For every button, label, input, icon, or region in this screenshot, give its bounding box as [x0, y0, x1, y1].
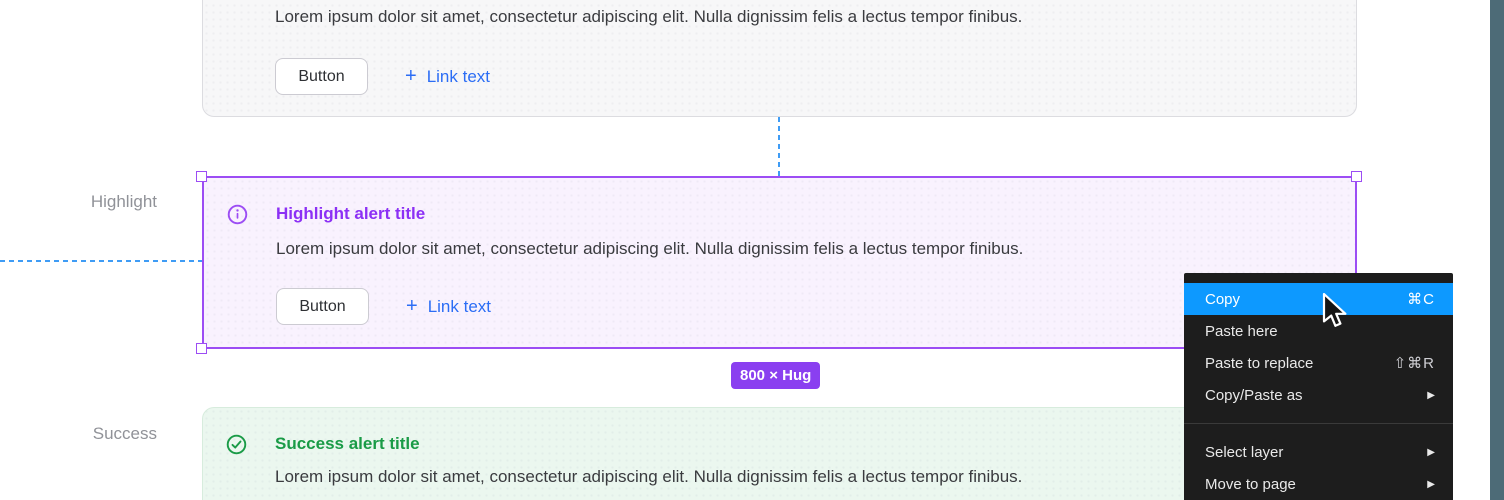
selection-handle-top-right[interactable] — [1351, 171, 1362, 182]
menu-item-select-layer[interactable]: Select layer ▶ — [1184, 436, 1453, 468]
alert-card-default[interactable]: Lorem ipsum dolor sit amet, consectetur … — [202, 0, 1357, 117]
context-menu: Copy ⌘C Paste here Paste to replace ⇧⌘R … — [1184, 273, 1453, 500]
menu-item-copy[interactable]: Copy ⌘C — [1184, 283, 1453, 315]
selection-size-badge: 800 × Hug — [731, 362, 821, 389]
menu-item-move-to-page[interactable]: Move to page ▶ — [1184, 468, 1453, 500]
alert-link-label: Link text — [427, 296, 491, 316]
info-icon — [227, 204, 248, 225]
check-circle-icon — [226, 434, 247, 455]
menu-shortcut: ⇧⌘R — [1393, 355, 1435, 372]
alert-title: Highlight alert title — [276, 204, 426, 223]
section-label-success: Success — [92, 424, 157, 443]
menu-item-label: Copy/Paste as — [1205, 386, 1303, 404]
menu-item-label: Paste to replace — [1205, 354, 1314, 372]
alignment-guide-horizontal — [0, 260, 202, 262]
menu-item-label: Move to page — [1205, 475, 1296, 493]
menu-item-paste-to-replace[interactable]: Paste to replace ⇧⌘R — [1184, 347, 1453, 379]
alert-button[interactable]: Button — [276, 288, 369, 325]
alert-card-success[interactable]: Success alert title Lorem ipsum dolor si… — [202, 407, 1357, 500]
right-edge-panel-strip — [1490, 0, 1504, 500]
alert-link-label: Link text — [426, 66, 490, 86]
plus-icon: + — [406, 295, 418, 317]
menu-item-paste-here[interactable]: Paste here — [1184, 315, 1453, 347]
alert-link[interactable]: + Link text — [406, 295, 491, 318]
alert-body-text: Lorem ipsum dolor sit amet, consectetur … — [275, 7, 1023, 26]
menu-item-copy-paste-as[interactable]: Copy/Paste as ▶ — [1184, 379, 1453, 411]
section-label-highlight: Highlight — [90, 192, 157, 211]
menu-item-label: Paste here — [1205, 322, 1278, 340]
alert-body-text: Lorem ipsum dolor sit amet, consectetur … — [275, 467, 1023, 486]
selection-handle-top-left[interactable] — [196, 171, 207, 182]
menu-shortcut: ⌘C — [1407, 291, 1435, 308]
alert-card-highlight[interactable]: Highlight alert title Lorem ipsum dolor … — [202, 176, 1357, 349]
submenu-arrow-icon: ▶ — [1427, 446, 1435, 458]
alert-link[interactable]: + Link text — [405, 65, 490, 88]
submenu-arrow-icon: ▶ — [1427, 478, 1435, 490]
alert-title: Success alert title — [275, 434, 420, 453]
selection-handle-bottom-left[interactable] — [196, 343, 207, 354]
alert-button[interactable]: Button — [275, 58, 368, 95]
menu-item-label: Copy — [1205, 290, 1241, 308]
submenu-arrow-icon: ▶ — [1427, 389, 1435, 401]
menu-item-label: Select layer — [1205, 443, 1284, 461]
plus-icon: + — [405, 65, 417, 87]
menu-separator — [1184, 423, 1453, 424]
alert-body-text: Lorem ipsum dolor sit amet, consectetur … — [276, 239, 1024, 258]
